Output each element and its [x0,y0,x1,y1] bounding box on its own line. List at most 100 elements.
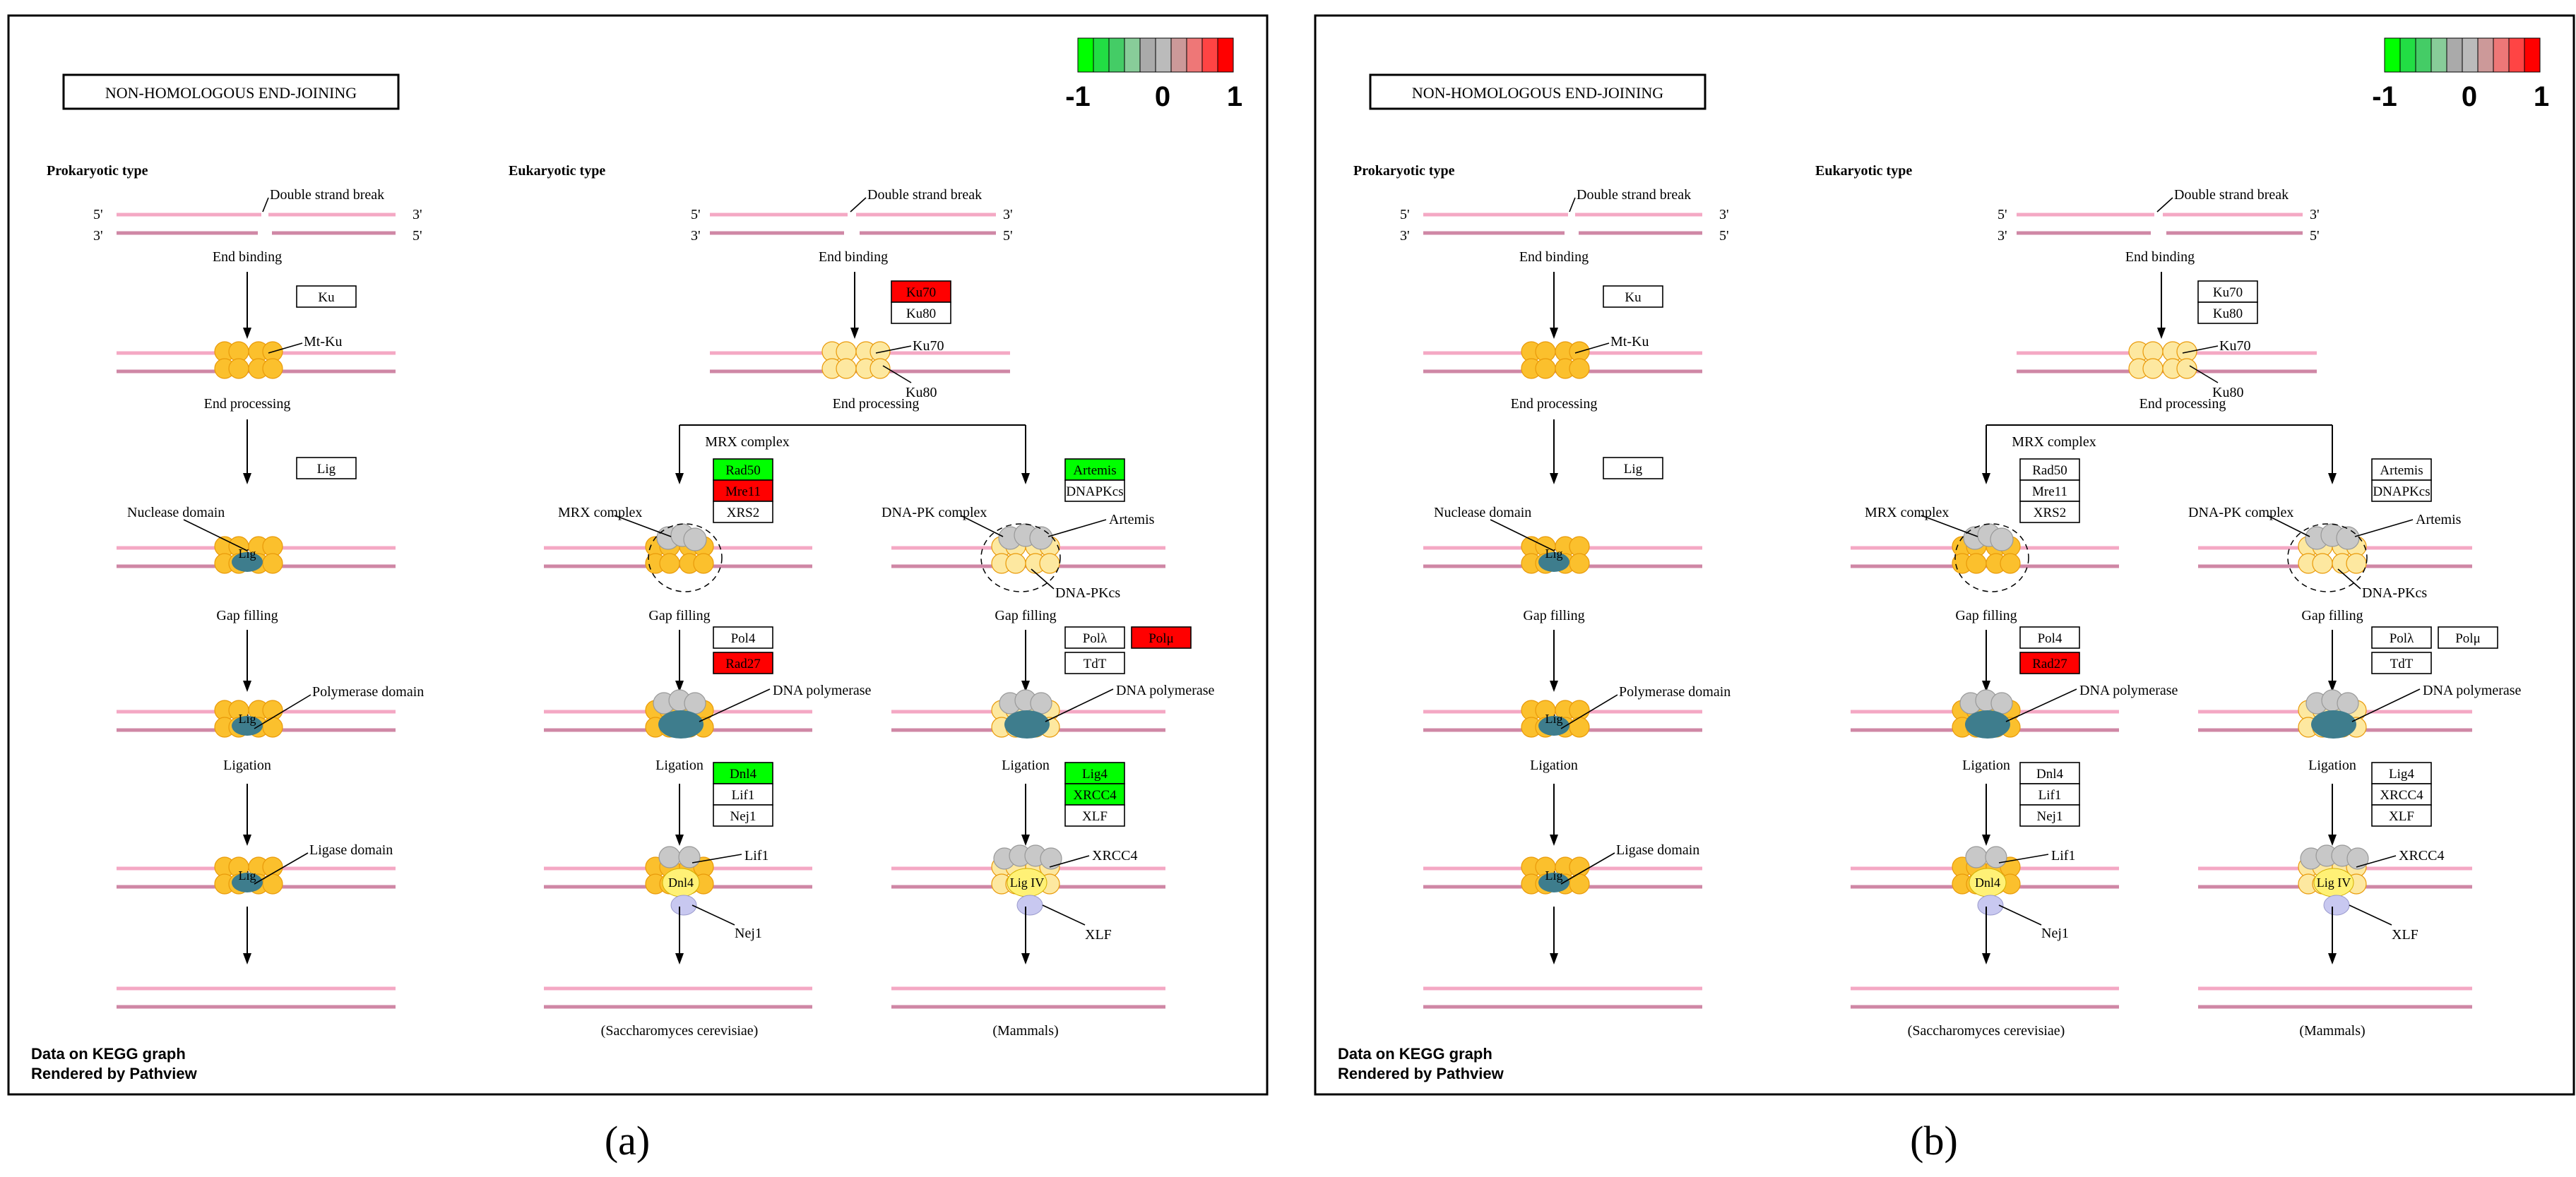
three-prime-label: 3' [1998,228,2007,244]
mrx-subunit [683,527,707,551]
ku-subunit [2346,553,2367,574]
dna-break [1423,213,1702,235]
legend-swatch [2415,37,2432,73]
gene-xrs2: XRS2 [2019,501,2080,523]
eukaryotic-title: Eukaryotic type [509,163,605,179]
dnapk-subunit [2336,526,2360,550]
arrow-head [1982,681,1990,692]
arrow [850,272,859,339]
arrow [1982,907,1990,964]
gene-label: DNAPKcs [2373,484,2430,499]
gene-box [713,458,773,481]
lig-protein [1538,716,1569,736]
gene-label: Lig4 [1082,767,1108,782]
panel-frame [7,14,1269,1096]
callout [875,345,912,354]
gene-xlf: XLF [2371,804,2432,827]
ku-subunit [228,358,249,379]
prokaryotic-title: Prokaryotic type [1353,163,1455,179]
callout [1047,519,1107,537]
mt-ku-protein [1521,341,1590,379]
dna-break [117,213,396,235]
gene-nej1: Nej1 [2019,804,2080,827]
callout [1998,854,2049,864]
pathway-title: NON-HOMOLOGOUS END-JOINING [105,84,357,102]
gene-label: Rad50 [725,463,761,478]
grey-subunit [1040,847,1062,870]
ku80-label: Ku80 [906,385,937,400]
dna-polymerase-protein [1965,710,2010,739]
ligase-domain-label: Ligase domain [309,842,393,858]
gap-filling-label: Gap filling [648,608,710,623]
arrow-head [2157,328,2166,339]
ku-subunit [1569,358,1590,379]
ligation-label: Ligation [655,758,704,773]
gene-ku70: Ku70 [2197,280,2258,303]
lig-label: Lig [239,546,256,561]
ku-subunit [2312,553,2333,574]
gene-label: Ku80 [2213,306,2243,321]
arrow-head [1021,681,1030,692]
arrow [243,630,251,692]
legend-swatch [1170,37,1187,73]
callout [2354,519,2414,537]
gene-box [2371,626,2432,649]
gene-box [2019,458,2080,481]
dna-repaired [117,986,396,1009]
end-binding-label: End binding [2125,249,2195,265]
callout [1921,515,1978,537]
gene-box [2019,626,2080,649]
dna-pkcs-label: DNA-PKcs [1055,585,1120,601]
legend-mid: 0 [1155,81,1170,112]
arrow-head [675,473,684,484]
dna-yeast-repaired [1851,986,2119,1009]
gene-label: Artemis [2380,463,2423,478]
gene-label: Mre11 [2032,484,2067,499]
legend-swatch [2384,37,2401,73]
arrow [1550,419,1558,484]
callout [2337,568,2361,590]
callout [1045,688,1114,722]
nuclease-domain-label: Nuclease domain [1434,505,1531,520]
arrow [675,630,684,692]
gene-label: Polλ [2390,631,2414,646]
xrcc4-label: XRCC4 [1092,848,1137,864]
grey-subunit [1965,846,1988,868]
gene-ku80: Ku80 [2197,301,2258,324]
arrow [243,907,251,964]
title-box [62,73,400,110]
eukaryotic-title: Eukaryotic type [1815,163,1912,179]
gene-mre11: Mre11 [2019,479,2080,502]
dna-polymerase-protein [658,710,704,739]
legend-swatch [1155,37,1172,73]
gene-rad27: Rad27 [2019,652,2080,674]
ku-subunit [2176,358,2197,379]
callout [2156,197,2173,213]
gene-rad50: Rad50 [2019,458,2080,481]
gene-box [891,280,951,303]
arrow-head [1550,953,1558,964]
gene-box [713,626,773,649]
saccharomyces-label: (Saccharomyces cerevisiae) [601,1023,759,1039]
artemis-label: Artemis [1109,512,1155,527]
end-processing-label: End processing [2139,396,2226,412]
gap-filling-label: Gap filling [216,608,278,623]
gene-mre11: Mre11 [713,479,773,502]
legend-swatch [1108,37,1125,73]
ku-subunit [1569,553,1590,574]
gene-box [296,457,357,479]
grey-subunit [1985,846,2007,868]
lig-iv-label: Lig IV [1010,876,1045,890]
gene-box [2197,280,2258,303]
gene-label: Rad27 [2032,657,2067,671]
gene-lig-prokaryotic: Lig [1603,457,1663,479]
arrow-head [2328,473,2337,484]
gene-rad27: Rad27 [713,652,773,674]
gene-xrs2: XRS2 [713,501,773,523]
panel-caption: (b) [1910,1118,1958,1164]
dna-pkcs-label: DNA-PKcs [2362,585,2427,601]
dna-polymerase-label: DNA polymerase [773,683,872,698]
five-prime-label: 5' [412,228,422,244]
double-strand-break-label: Double strand break [867,187,982,203]
